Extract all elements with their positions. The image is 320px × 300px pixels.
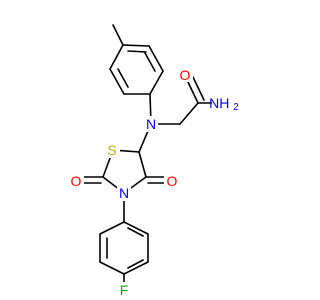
bond-amide-co-a xyxy=(186,79,199,104)
atom-o-amide: O xyxy=(180,67,191,83)
atom-n-amine: N xyxy=(146,116,156,132)
bond-fphenyl-4 xyxy=(123,261,149,275)
bond-tolyl-2 xyxy=(109,68,125,95)
bond-fphenyl-1 xyxy=(99,221,125,235)
bond-ch2-c xyxy=(179,102,199,125)
bond-tolyl-1 xyxy=(109,44,124,70)
atom-f: F xyxy=(120,282,129,298)
bond-tolyl-inner-3 xyxy=(127,50,147,53)
bond-tolyl-6 xyxy=(122,44,150,47)
bonds xyxy=(79,24,221,287)
atom-nh-subscript: 2 xyxy=(233,102,239,113)
bond-tolyl-4 xyxy=(149,70,164,95)
atom-o-c4: O xyxy=(167,173,178,189)
atom-o-c2: O xyxy=(71,173,82,189)
bond-amide-co-b xyxy=(192,76,205,101)
bond-tolyl-inner-2 xyxy=(144,52,156,72)
molecule-canvas: O NH 2 N S O O N F xyxy=(68,24,242,298)
bond-c4-c5 xyxy=(138,151,147,178)
atom-labels: O NH 2 N S O O N F xyxy=(68,66,242,298)
bond-fphenyl-3 xyxy=(99,261,125,275)
bond-fphenyl-inner-3 xyxy=(127,227,144,237)
bond-tolyl-inner-1 xyxy=(117,68,129,88)
atom-nh-label: NH xyxy=(209,95,229,111)
bond-tolyl-5 xyxy=(148,45,164,72)
atom-s: S xyxy=(107,142,116,158)
bond-methyl xyxy=(112,24,124,46)
bond-fphenyl-inner-2 xyxy=(127,259,144,269)
atom-n-ring: N xyxy=(119,185,129,201)
structure-diagram: O NH 2 N S O O N F xyxy=(68,24,242,298)
bond-fphenyl-6 xyxy=(123,221,149,235)
atom-nh2: NH 2 xyxy=(209,95,239,113)
